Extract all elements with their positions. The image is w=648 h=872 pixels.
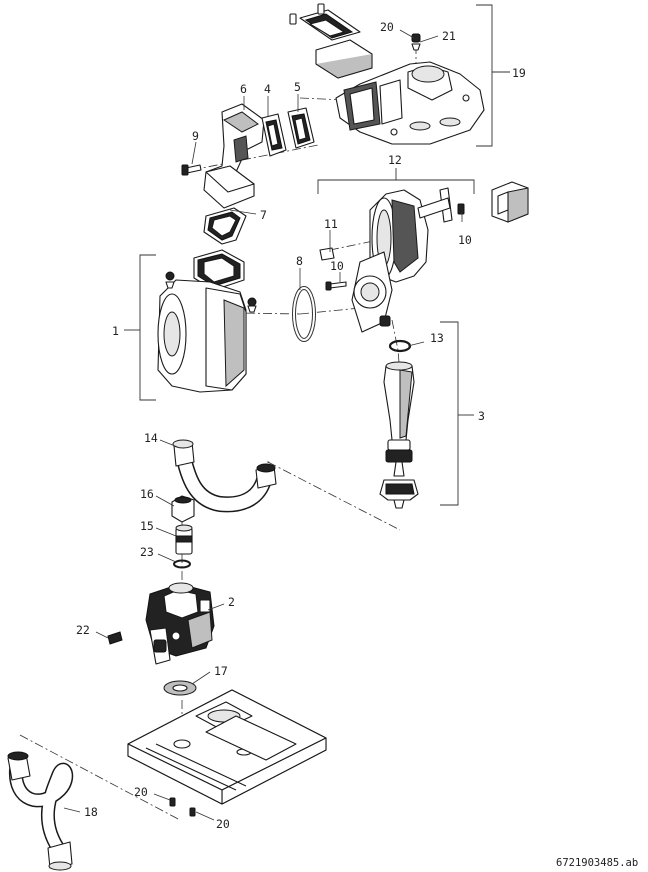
callout-21: 21	[442, 29, 456, 43]
part-8-o-ring	[292, 286, 316, 342]
part-14-gas-hose	[172, 439, 277, 513]
callout-10-upper: 10	[458, 233, 472, 247]
part-5-gasket	[287, 107, 315, 149]
document-code: 6721903485.ab	[556, 857, 638, 869]
part-7-gasket	[203, 207, 247, 245]
part-6-air-elbow	[203, 103, 265, 209]
callout-5: 5	[294, 80, 301, 94]
callout-1: 1	[112, 324, 119, 338]
callout-7: 7	[260, 208, 267, 222]
callout-15: 15	[140, 519, 154, 533]
part-2-gas-valve	[145, 582, 215, 665]
callout-20-left: 20	[134, 785, 148, 799]
callout-13: 13	[430, 331, 444, 345]
part-18-siphon	[7, 751, 74, 871]
part-22-screw	[107, 631, 123, 645]
callout-22: 22	[76, 623, 90, 637]
callout-3: 3	[478, 409, 485, 423]
callout-16: 16	[140, 487, 154, 501]
part-13-seal-ring	[388, 339, 412, 353]
bracket-19	[476, 4, 493, 147]
callout-2: 2	[228, 595, 235, 609]
callout-14: 14	[144, 431, 158, 445]
part-4-gasket	[261, 113, 287, 157]
callout-10-lower: 10	[330, 259, 344, 273]
part-17-gasket	[163, 680, 197, 696]
callout-19: 19	[512, 66, 526, 80]
callout-4: 4	[264, 82, 271, 96]
part-16-nut	[171, 495, 195, 523]
callout-17: 17	[214, 664, 228, 678]
part-23-washer	[173, 559, 191, 569]
callout-23: 23	[140, 545, 154, 559]
callout-20-top: 20	[380, 20, 394, 34]
part-sensor-clip	[491, 181, 529, 223]
base-plate	[127, 689, 327, 805]
callout-8: 8	[296, 254, 303, 268]
part-12-mixing-unit	[319, 187, 465, 333]
callout-11: 11	[324, 217, 338, 231]
part-9-screw	[181, 164, 202, 176]
callout-labels: 1 2 3 4 5 6 7 8 9 10 10 11 12 13 14 15 1…	[76, 20, 526, 831]
part-3-gas-injector	[379, 361, 419, 509]
part-1-blower	[157, 249, 257, 393]
callout-6: 6	[240, 82, 247, 96]
callout-12: 12	[388, 153, 402, 167]
leader-lines	[63, 29, 463, 821]
part-19-fan-housing	[289, 3, 485, 145]
part-15-fitting	[175, 524, 193, 555]
callout-20-right: 20	[216, 817, 230, 831]
callout-18: 18	[84, 805, 98, 819]
bracket-3	[440, 321, 459, 506]
part-20-screws	[169, 797, 196, 817]
brackets	[124, 4, 510, 506]
callout-9: 9	[192, 129, 199, 143]
bracket-1	[139, 254, 156, 401]
